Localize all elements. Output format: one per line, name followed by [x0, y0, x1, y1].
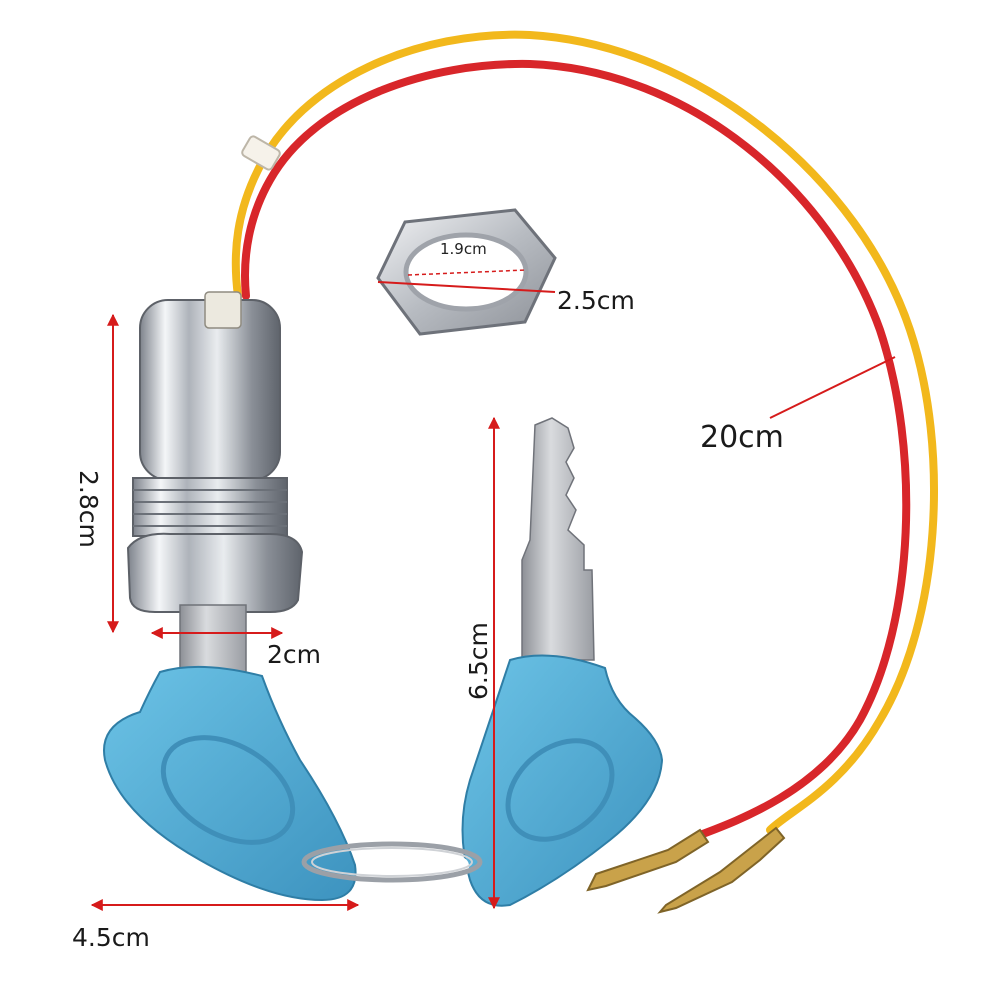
nut-outer-label: 2.5cm: [557, 286, 635, 315]
connector-yellow: [657, 826, 786, 914]
barrel-bezel: [126, 532, 304, 613]
wire-pair: [231, 30, 938, 839]
key-ring: [301, 841, 483, 883]
key-length-label: 6.5cm: [464, 622, 493, 700]
cable-tie: [241, 135, 281, 171]
spade-connectors: [586, 826, 786, 914]
barrel-slot: [204, 291, 242, 329]
barrel-thread: [132, 477, 288, 537]
nut-outer-measure: [377, 281, 556, 293]
red-wire: [241, 59, 911, 839]
measurement-lines: [90, 313, 896, 911]
spare-key-head: [461, 654, 664, 907]
lock-barrel: [126, 291, 304, 678]
key-head-width-label: 4.5cm: [72, 923, 150, 952]
nut-inner-measure: [407, 269, 527, 276]
spare-key: [451, 417, 664, 907]
spare-key-emboss: [505, 738, 615, 842]
wire-length-label: 20cm: [700, 420, 784, 455]
measure-wire-pointer: [769, 356, 896, 419]
hex-nut: [376, 208, 557, 336]
spare-key-blade: [521, 417, 595, 661]
nut-inner-label: 1.9cm: [440, 240, 487, 258]
connector-red: [586, 828, 710, 892]
barrel-width-label: 2cm: [267, 640, 322, 669]
left-key-emboss: [160, 735, 296, 845]
left-key-head: [103, 665, 357, 902]
barrel-height-label: 2.8cm: [74, 470, 103, 548]
